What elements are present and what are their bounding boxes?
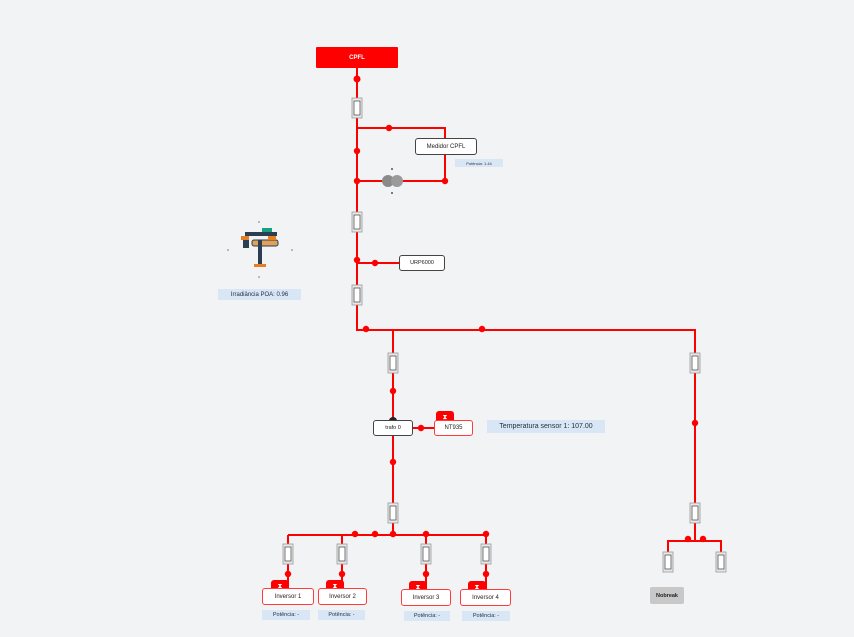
fuse-icon[interactable]: [689, 352, 701, 374]
meter-power-label: Potência: 1.44: [466, 160, 492, 166]
fuse-icon[interactable]: [351, 97, 363, 119]
fuse-icon[interactable]: [351, 211, 363, 233]
inverter-3-label: Inversor 3: [412, 594, 440, 601]
temperature-label: Temperatura sensor 1: 107.00: [499, 423, 593, 430]
relay-box[interactable]: URP6000: [399, 255, 445, 271]
inverter-4-power-chip: Potência: -: [462, 611, 510, 621]
temp-module-label: NT935: [444, 425, 463, 431]
inverter-2-label: Inversor 2: [329, 593, 356, 600]
irradiance-label: Irradiância POA: 0.96: [230, 291, 289, 298]
inverter-4-box[interactable]: Inversor 4: [460, 589, 511, 606]
fuse-icon[interactable]: [336, 543, 348, 565]
fuse-icon[interactable]: [282, 543, 294, 565]
inverter-1-label: Inversor 1: [274, 593, 302, 600]
junction-nodes: [284, 75, 707, 578]
inverter-2-power-label: Potência: -: [328, 612, 355, 618]
inverter-1-power-label: Potência: -: [272, 612, 300, 618]
irradiance-chip: Irradiância POA: 0.96: [218, 289, 301, 300]
fuse-icon[interactable]: [420, 543, 432, 565]
transformer-label: trafo 0: [385, 425, 401, 431]
inverter-1-power-chip: Potência: -: [262, 610, 310, 620]
fuse-icon[interactable]: [480, 543, 492, 565]
fuse-icon[interactable]: [662, 551, 674, 573]
grid-source-label: CPFL: [349, 54, 365, 61]
inverter-3-power-label: Potência: -: [413, 613, 441, 619]
inverter-2-box[interactable]: Inversor 2: [318, 588, 367, 605]
transformer-box[interactable]: trafo 0: [373, 420, 413, 436]
ups-label: Nobreak: [655, 592, 678, 599]
temperature-chip: Temperatura sensor 1: 107.00: [487, 420, 605, 433]
ups-box[interactable]: Nobreak: [650, 587, 684, 604]
temp-module-box[interactable]: NT935: [434, 420, 473, 436]
fuse-icons: [282, 97, 727, 573]
fuse-icon[interactable]: [715, 551, 727, 573]
weather-station-icon[interactable]: [227, 221, 293, 278]
fuse-icon[interactable]: [689, 502, 701, 524]
inverter-4-label: Inversor 4: [472, 594, 499, 601]
inverter-1-box[interactable]: Inversor 1: [262, 588, 314, 605]
inverter-3-box[interactable]: Inversor 3: [401, 589, 451, 606]
power-wires: [287, 68, 722, 590]
fuse-icon[interactable]: [387, 502, 399, 524]
meter-power-chip: Potência: 1.44: [455, 159, 503, 167]
fuse-icon[interactable]: [387, 352, 399, 374]
transformer-icon[interactable]: [382, 168, 403, 194]
inverter-4-power-label: Potência: -: [472, 613, 500, 619]
meter-box[interactable]: Medidor CPFL: [415, 138, 477, 155]
meter-label: Medidor CPFL: [426, 143, 466, 150]
inverter-2-power-chip: Potência: -: [318, 610, 365, 620]
inverter-3-power-chip: Potência: -: [404, 611, 450, 621]
relay-label: URP6000: [410, 260, 434, 266]
fuse-icon[interactable]: [351, 284, 363, 306]
grid-source-cpfl[interactable]: CPFL: [316, 47, 398, 68]
